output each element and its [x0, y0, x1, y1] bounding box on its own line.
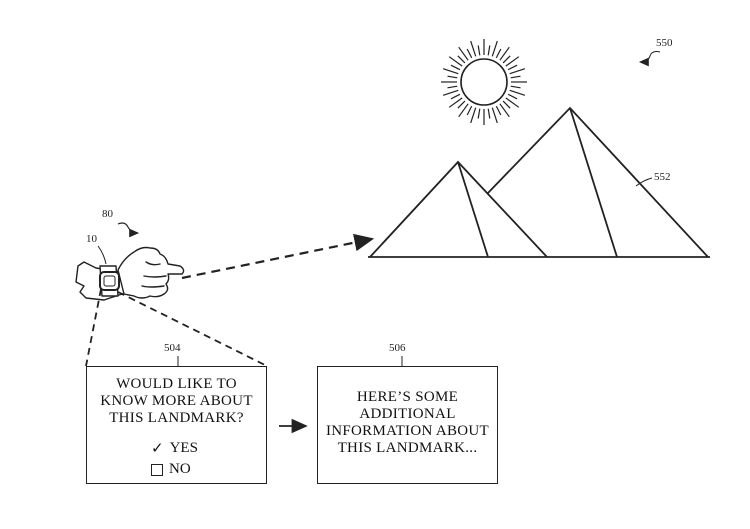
- sun-ray: [507, 64, 518, 71]
- sun-ray: [470, 40, 477, 57]
- sun-ray: [502, 100, 511, 109]
- ref-label-80: 80: [102, 208, 113, 220]
- sun-ray: [448, 56, 463, 67]
- yes-label: YES: [169, 440, 198, 456]
- yes-option[interactable]: ✓ YES: [151, 439, 198, 458]
- checkbox-icon[interactable]: [151, 463, 163, 476]
- sun-ray: [442, 89, 459, 96]
- sun-ray: [509, 89, 526, 96]
- sun-ray: [499, 103, 510, 118]
- sun-ray: [510, 85, 521, 89]
- finger-line: [145, 261, 161, 266]
- sun-ray: [502, 55, 511, 64]
- sun-ray: [448, 97, 463, 108]
- finger-line: [143, 275, 167, 278]
- ref-label-550: 550: [656, 37, 673, 49]
- sun-ray: [487, 45, 491, 56]
- sun-ray: [510, 75, 521, 79]
- callout-dashed-line-left: [85, 288, 102, 367]
- info-line: HERE’S SOME: [356, 389, 459, 405]
- sun-ray: [447, 85, 458, 89]
- small-pyramid-edge: [457, 161, 489, 258]
- prompt-line: KNOW MORE ABOUT: [100, 393, 253, 409]
- pointing-dashed-arrow: [181, 233, 375, 280]
- sun-ray: [491, 40, 498, 57]
- ref-label-506: 506: [389, 342, 406, 354]
- sun-ray: [457, 100, 466, 109]
- sun-ray: [509, 68, 526, 75]
- sun-ray: [457, 55, 466, 64]
- sun-ray: [499, 46, 510, 61]
- sun-ray: [477, 45, 481, 56]
- hand: [117, 246, 185, 299]
- hand-with-watch: [75, 246, 185, 301]
- sun-ray: [442, 68, 459, 75]
- prompt-line: THIS LANDMARK?: [109, 410, 244, 426]
- sun-icon: [441, 39, 527, 125]
- large-pyramid: [486, 106, 709, 258]
- sun-ray: [507, 93, 518, 100]
- finger-line: [141, 285, 165, 288]
- sun-ray: [450, 93, 461, 100]
- ref-label-504: 504: [164, 342, 181, 354]
- leader-552: [635, 177, 653, 187]
- sun-ray: [505, 56, 520, 67]
- check-icon: ✓: [151, 441, 164, 457]
- leader-550: [638, 50, 661, 67]
- ref-label-552: 552: [654, 171, 671, 183]
- sun-ray: [470, 107, 477, 124]
- sun-ray: [505, 97, 520, 108]
- sun-ray: [495, 105, 502, 116]
- prompt-box: WOULD LIKE TO KNOW MORE ABOUT THIS LANDM…: [86, 366, 267, 484]
- info-line: THIS LANDMARK...: [337, 440, 478, 456]
- pyramids-drawing: [368, 106, 710, 258]
- prompt-text: WOULD LIKE TO KNOW MORE ABOUT THIS LANDM…: [87, 376, 266, 427]
- callout-dashed-line-right: [117, 291, 268, 367]
- sun-ray: [458, 103, 469, 118]
- watch-face: [99, 271, 120, 291]
- prompt-line: WOULD LIKE TO: [116, 376, 237, 392]
- info-line: ADDITIONAL: [359, 406, 456, 422]
- leader-80: [117, 222, 140, 238]
- no-option[interactable]: NO: [151, 461, 191, 478]
- info-line: INFORMATION ABOUT: [325, 423, 490, 439]
- sun-ray: [495, 48, 502, 59]
- large-pyramid-edge: [569, 107, 618, 258]
- watch-screen: [103, 275, 116, 287]
- sun-ray: [487, 108, 491, 119]
- sun-ray: [447, 75, 458, 79]
- sun-ray: [466, 105, 473, 116]
- ref-label-10: 10: [86, 233, 97, 245]
- small-pyramid: [369, 160, 548, 258]
- sun-ray: [450, 64, 461, 71]
- sun-ray: [491, 107, 498, 124]
- sun-ray: [477, 108, 481, 119]
- info-box: HERE’S SOME ADDITIONAL INFORMATION ABOUT…: [317, 366, 498, 484]
- sun-ray: [466, 48, 473, 59]
- info-text: HERE’S SOME ADDITIONAL INFORMATION ABOUT…: [318, 389, 497, 457]
- leader-10: [97, 245, 107, 265]
- sun-ray: [458, 46, 469, 61]
- no-label: NO: [169, 461, 191, 477]
